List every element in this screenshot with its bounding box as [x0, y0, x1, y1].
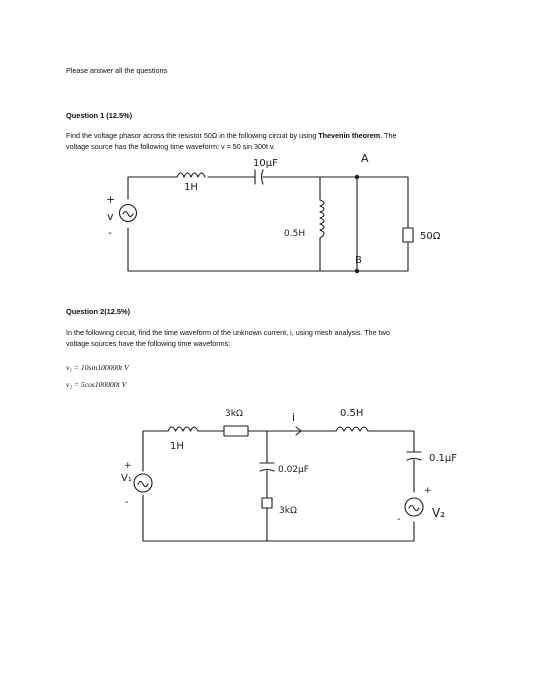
q1-capacitor-10uf: [254, 169, 267, 185]
question-2-equation-v2: v₂ = 5cos100000t V: [66, 380, 127, 389]
q1-node-a-dot: [354, 174, 360, 180]
q2-wire-l2-right: [367, 430, 415, 453]
q2-label-i: i: [292, 411, 295, 424]
q1-inductor-1h: [176, 172, 206, 178]
q2-label-v1: V₁: [121, 473, 132, 484]
q2-label-v1-plus: +: [124, 461, 132, 471]
question-1-text-line-2: voltage source has the following time wa…: [66, 142, 276, 151]
q1-label-plus: +: [106, 193, 115, 206]
q2-inductor-1h: [167, 426, 199, 432]
q2-resistor-3k-top: [223, 425, 249, 437]
q1-label-r1: 50Ω: [420, 231, 441, 242]
q2-capacitor-0-1uf: [406, 451, 422, 461]
q1-voltage-source-icon: [118, 203, 138, 223]
question-1-text-line-1: Find the voltage phasor across the resis…: [66, 131, 396, 141]
q2-label-l1: 1H: [170, 441, 184, 452]
q1-label-c1: 10µF: [253, 158, 278, 169]
q1-label-v: v: [107, 210, 114, 223]
q2-label-l2: 0.5H: [340, 408, 363, 419]
q2-label-c1: 0.02µF: [278, 465, 309, 475]
q2-label-c2: 0.1µF: [429, 453, 457, 464]
q1-label-l1: 1H: [184, 182, 198, 193]
q1-node-b-dot: [354, 268, 360, 274]
q1-resistor-50-ohm: [402, 227, 414, 243]
q1-wire-top-right: [265, 176, 409, 229]
q2-label-r2: 3kΩ: [279, 506, 297, 516]
q2-label-v2-plus: +: [424, 486, 432, 496]
question-2-title: Question 2(12.5%): [66, 307, 131, 316]
q1-wire-top-left: [127, 176, 178, 200]
q2-voltage-source-v2-icon: [404, 497, 424, 517]
q2-label-v1-minus: -: [125, 497, 129, 508]
q1-label-l2: 0.5H: [284, 229, 305, 239]
q1-label-node-a: A: [361, 152, 369, 165]
q1-text-part-c: . The: [380, 131, 397, 140]
q1-label-minus: -: [108, 226, 112, 239]
q1-text-part-a: Find the voltage phasor across the resis…: [66, 131, 319, 140]
q2-capacitor-0-02uf: [259, 462, 275, 472]
q1-label-node-b: B: [355, 255, 362, 266]
q2-inductor-0-5h: [335, 426, 369, 432]
q1-wire-bottom: [127, 227, 409, 272]
q2-wire-left-top: [142, 430, 169, 472]
q2-resistor-3k-vertical: [261, 497, 273, 509]
question-2-text-line-2: voltage sources have the following time …: [66, 339, 231, 348]
question-1-title: Question 1 (12.5%): [66, 111, 133, 120]
q1-text-emphasis: Thevenin theorem: [318, 131, 381, 140]
q1-inductor-0-5h: [319, 199, 325, 239]
q2-label-r1: 3kΩ: [225, 409, 243, 419]
page-instruction: Please answer all the questions: [66, 66, 168, 75]
question-2-text-line-1: In the following circuit, find the time …: [66, 328, 390, 337]
q2-label-v2: V₂: [432, 506, 445, 520]
q2-wire-bottom: [142, 494, 415, 542]
question-2-equation-v1: v₁ = 10sin100000t V: [66, 363, 129, 372]
q2-current-arrow: [285, 426, 302, 436]
q2-voltage-source-v1-icon: [133, 473, 153, 493]
q2-label-v2-minus: -: [397, 514, 401, 525]
